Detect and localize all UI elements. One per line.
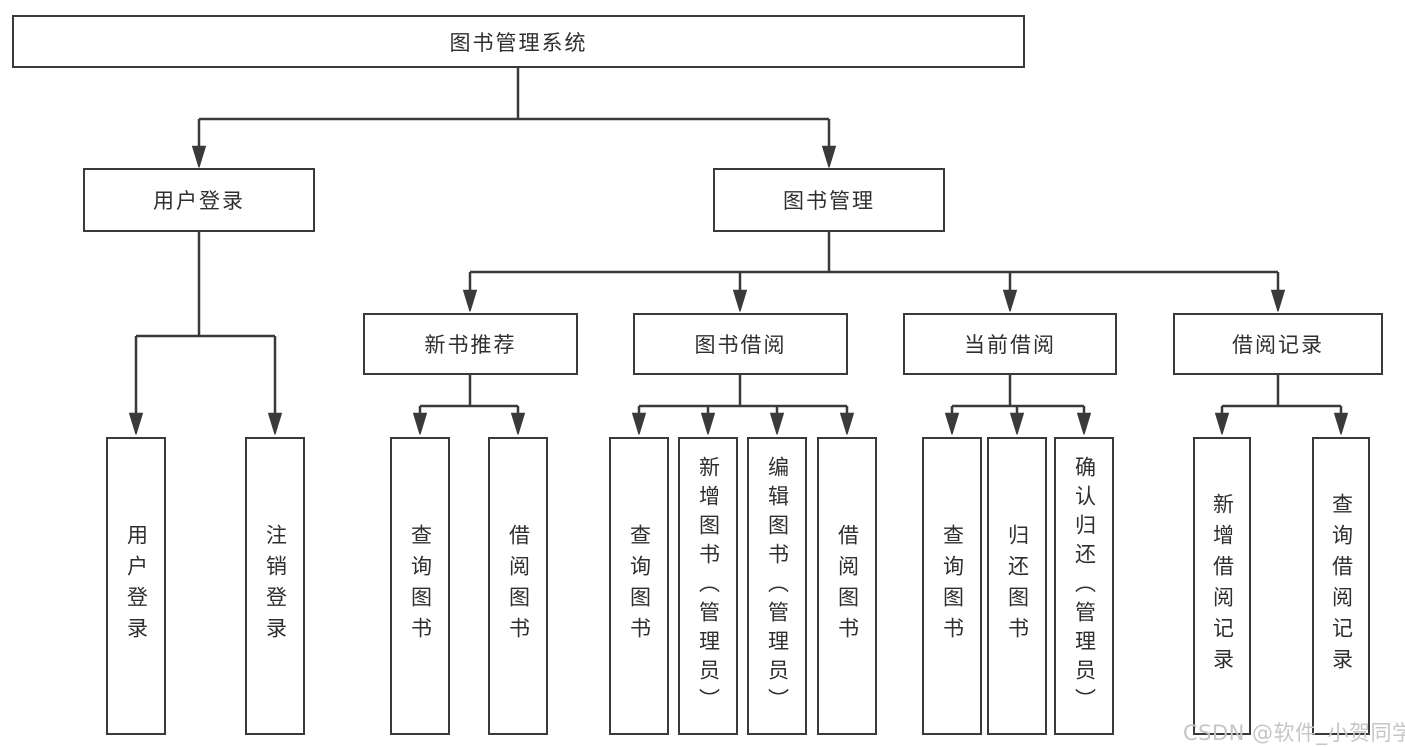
- leaf-label: 新增图书（管理员）: [696, 455, 721, 717]
- leaf-add-book-admin: 新增图书（管理员）: [678, 437, 738, 735]
- leaf-label: 新增借阅记录: [1210, 493, 1235, 679]
- watermark: CSDN @软件_小贺同学: [1183, 721, 1405, 745]
- connectors-book-borrowing: [639, 375, 847, 430]
- node-label: 用户登录: [153, 189, 245, 213]
- connectors-current-borrowing: [952, 375, 1084, 430]
- connectors-new-book-recommend: [420, 375, 518, 430]
- leaf-query-books-1: 查询图书: [390, 437, 450, 735]
- leaf-user-login: 用户登录: [106, 437, 166, 735]
- leaf-borrow-books-1: 借阅图书: [488, 437, 548, 735]
- connectors-borrowing-records: [1222, 375, 1341, 430]
- connectors-user-login-branch: [136, 232, 275, 430]
- leaf-query-books-2: 查询图书: [609, 437, 669, 735]
- leaf-confirm-return-admin: 确认归还（管理员）: [1054, 437, 1114, 735]
- leaf-label: 查询图书: [940, 524, 965, 648]
- node-label: 借阅记录: [1232, 333, 1324, 357]
- leaf-logout: 注销登录: [245, 437, 305, 735]
- leaf-edit-book-admin: 编辑图书（管理员）: [747, 437, 807, 735]
- leaf-borrow-books-2: 借阅图书: [817, 437, 877, 735]
- node-label: 图书管理系统: [449, 30, 588, 55]
- leaf-label: 借阅图书: [506, 524, 531, 648]
- node-book-borrowing: 图书借阅: [633, 313, 848, 375]
- node-label: 当前借阅: [964, 333, 1056, 357]
- connectors-root: [199, 68, 829, 163]
- leaf-label: 确认归还（管理员）: [1072, 455, 1097, 717]
- node-new-book-recommend: 新书推荐: [363, 313, 578, 375]
- node-library-management-system: 图书管理系统: [12, 15, 1025, 68]
- leaf-label: 用户登录: [124, 524, 149, 648]
- leaf-label: 归还图书: [1005, 524, 1030, 648]
- leaf-label: 借阅图书: [835, 524, 860, 648]
- leaf-query-borrow-record: 查询借阅记录: [1312, 437, 1370, 735]
- leaf-label: 查询图书: [627, 524, 652, 648]
- leaf-query-books-3: 查询图书: [922, 437, 982, 735]
- leaf-label: 查询图书: [408, 524, 433, 648]
- leaf-label: 查询借阅记录: [1329, 493, 1354, 679]
- node-user-login-branch: 用户登录: [83, 168, 315, 232]
- connectors-book-management: [470, 232, 1278, 307]
- node-borrowing-records: 借阅记录: [1173, 313, 1383, 375]
- node-book-management: 图书管理: [713, 168, 945, 232]
- leaf-return-book: 归还图书: [987, 437, 1047, 735]
- node-label: 新书推荐: [424, 333, 517, 357]
- node-label: 图书借阅: [694, 333, 787, 357]
- leaf-label: 注销登录: [263, 524, 288, 648]
- leaf-label: 编辑图书（管理员）: [765, 455, 790, 717]
- node-label: 图书管理: [783, 189, 875, 213]
- node-current-borrowing: 当前借阅: [903, 313, 1117, 375]
- leaf-add-borrow-record: 新增借阅记录: [1193, 437, 1251, 735]
